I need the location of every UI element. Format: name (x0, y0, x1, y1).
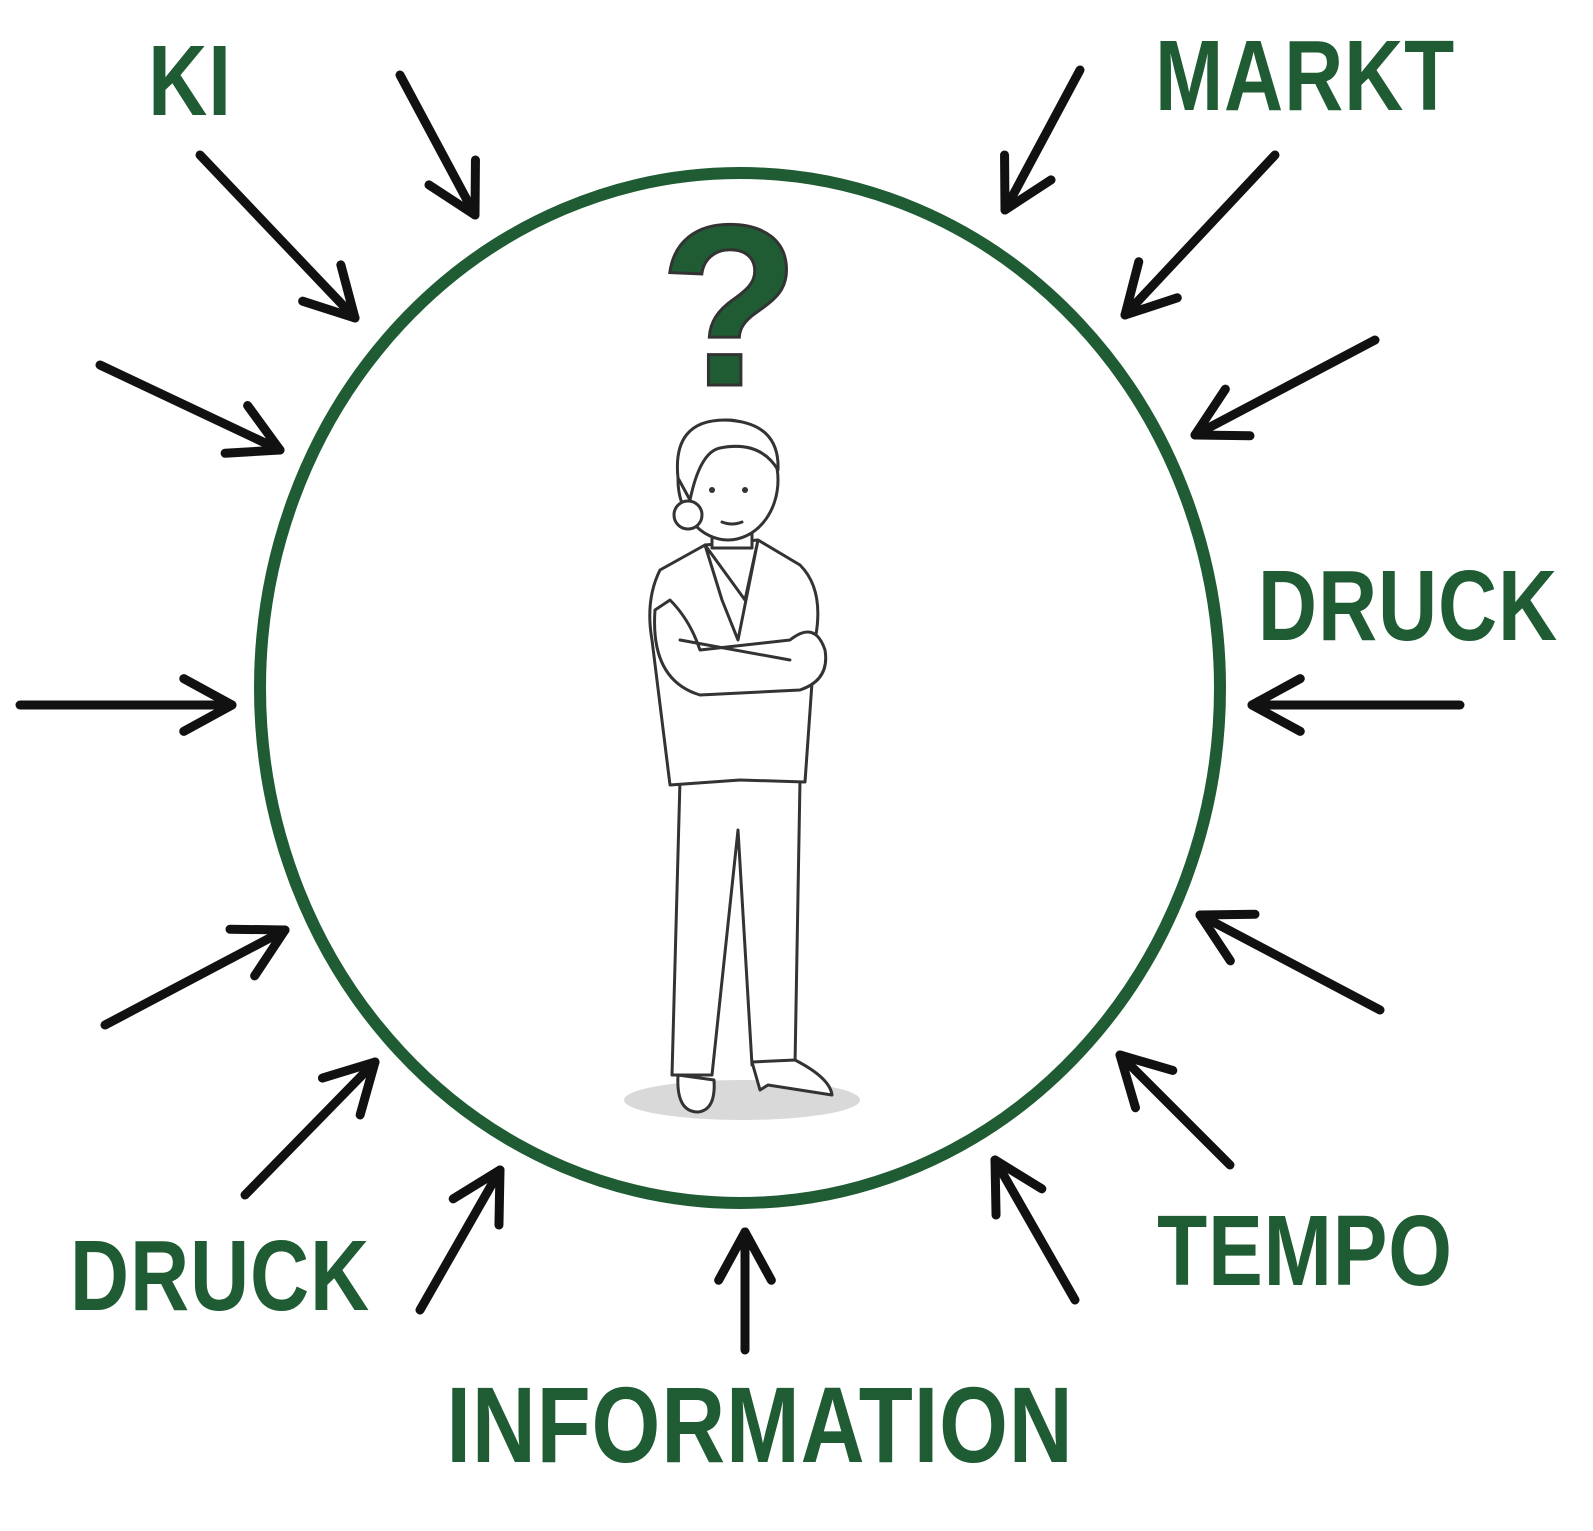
boundary-circle (254, 167, 1226, 1209)
arrowhead-icon (220, 401, 285, 458)
arrowhead-icon (317, 1057, 380, 1120)
arrowhead-icon (714, 1227, 776, 1285)
arrow-4 (15, 674, 237, 736)
arrowhead-icon (179, 674, 237, 736)
arrowhead-icon (424, 155, 480, 220)
label-druck-left: DRUCK (70, 1220, 370, 1332)
arrows-group (15, 65, 1465, 1355)
arrow-10 (1115, 1050, 1235, 1170)
arrow-2 (195, 150, 360, 323)
arrow-6 (240, 1057, 380, 1200)
arrowhead-icon (225, 924, 290, 981)
arrowhead-icon (1195, 909, 1260, 966)
arrowhead-icon (1247, 674, 1305, 736)
arrow-9 (990, 1155, 1080, 1305)
arrow-15 (1000, 65, 1085, 215)
arrow-11 (1195, 909, 1385, 1015)
question-mark-icon: ? (659, 177, 801, 434)
arrowhead-icon (1000, 150, 1056, 215)
arrow-12 (1247, 674, 1465, 736)
label-markt: MARKT (1155, 20, 1455, 132)
arrowhead-icon (1190, 384, 1255, 441)
arrow-13 (1190, 335, 1380, 441)
label-druck-right: DRUCK (1258, 550, 1558, 662)
arrow-1 (395, 70, 480, 220)
label-tempo: TEMPO (1157, 1195, 1453, 1307)
label-ki: KI (148, 25, 232, 137)
arrow-8 (714, 1227, 776, 1355)
arrowhead-icon (990, 1155, 1047, 1220)
label-information: INFORMATION (446, 1365, 1073, 1485)
arrow-3 (95, 360, 285, 458)
arrowhead-icon (1115, 1050, 1178, 1113)
arrowhead-icon (298, 260, 360, 323)
arrow-14 (1120, 150, 1280, 320)
arrowhead-icon (448, 1165, 505, 1230)
arrow-5 (100, 924, 290, 1030)
arrowhead-icon (1120, 257, 1182, 320)
arrow-7 (415, 1165, 505, 1315)
person-figure (624, 418, 860, 1120)
